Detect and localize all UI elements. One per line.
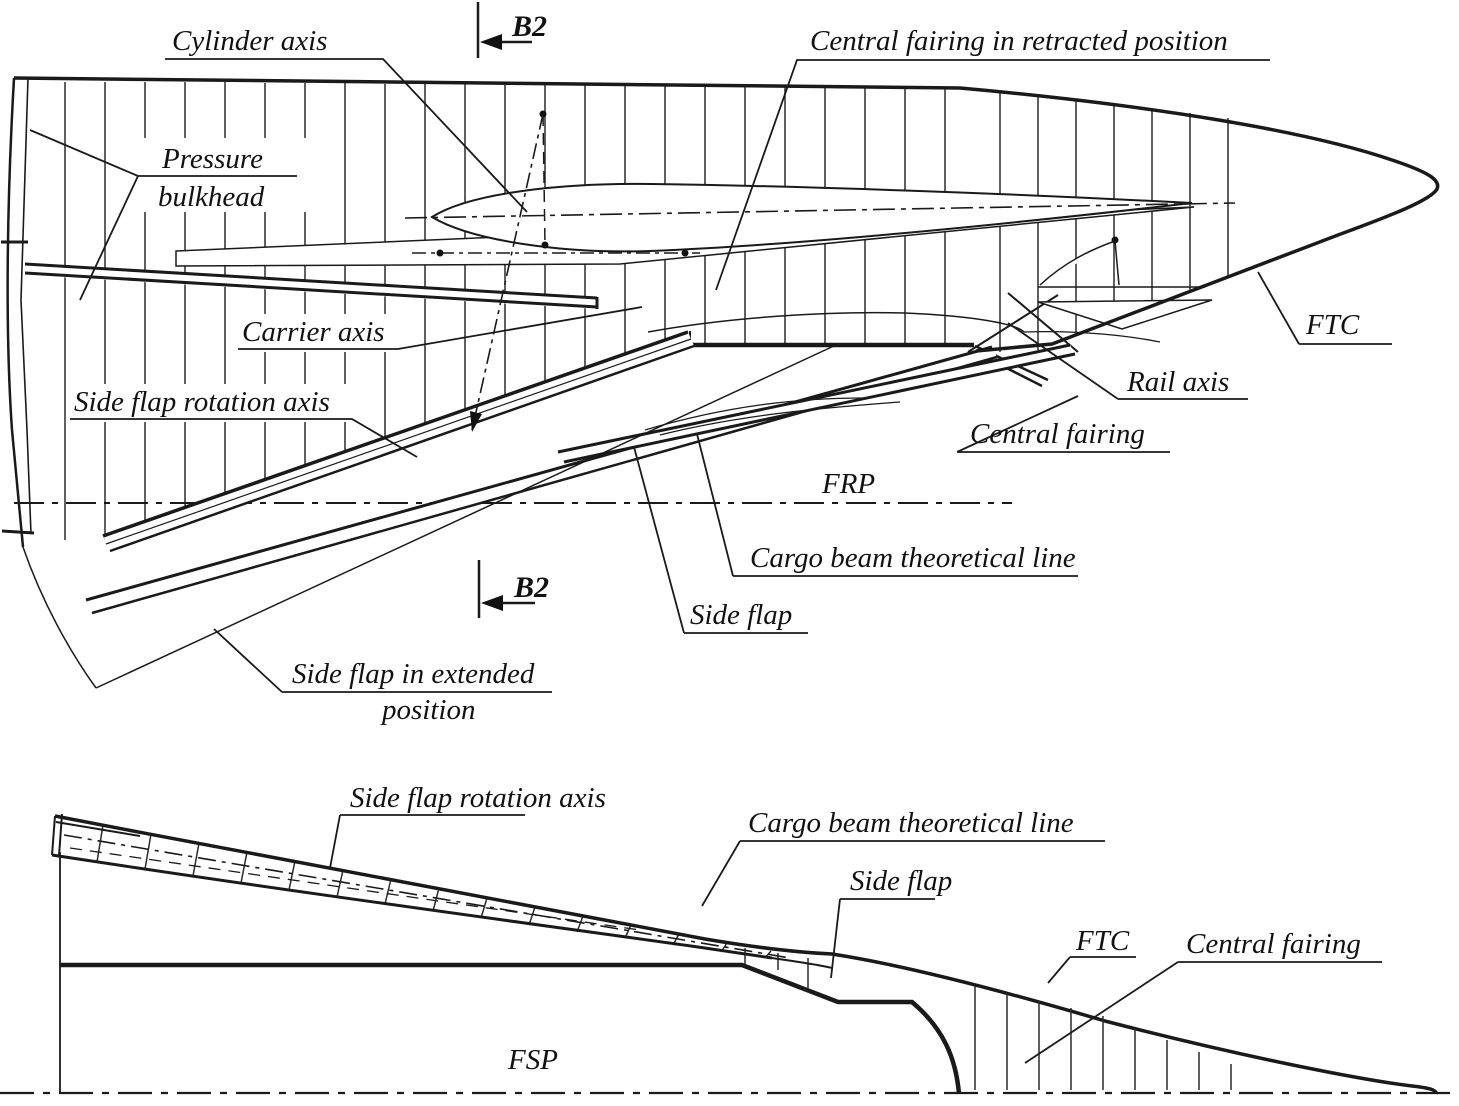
cargo-beam-line-bottom (60, 962, 962, 1095)
label-cargo-beam: Cargo beam theoretical line (750, 542, 1076, 574)
section-marker-b2-bottom: B2 (477, 560, 549, 618)
label-rail-axis: Rail axis (1126, 366, 1229, 398)
fuselage-outline (13, 76, 1440, 353)
bottom-view-leaders (329, 814, 1382, 1064)
cylinder-axis-dashline (471, 113, 544, 431)
aft-pressure-wall-inner (20, 77, 32, 535)
cargo-beam-leader-b (701, 840, 1105, 907)
fairing-aft-thin-line (1023, 330, 1161, 343)
aft-pressure-wall-outer (6, 77, 25, 548)
central-fairing-curves (644, 397, 901, 436)
rail-axis-leader (1007, 322, 1248, 400)
pressure-bulkhead-leader (29, 129, 297, 301)
label-central-fairing-retracted: Central fairing in retracted position (810, 25, 1228, 57)
cylinder-axis-leader (165, 58, 528, 213)
label-ftc: FTC (1305, 309, 1360, 341)
carrier-axis-leader (238, 306, 643, 350)
pressure-bulkhead-backplate (130, 138, 308, 212)
label-central-fairing-b: Central fairing (1186, 928, 1361, 960)
side-flap-leader (633, 446, 808, 634)
frp-backplate (812, 462, 896, 500)
extended-flap-lower-curve (22, 546, 97, 689)
flap-band-bottom-edge (51, 853, 773, 960)
side-flap-leader-b (830, 898, 935, 979)
central-fairing-band-fill (558, 345, 1075, 462)
cylinder-vertical-axis (542, 113, 546, 246)
side-flap-extended-line (95, 344, 837, 689)
top-view: B2 B2 Cylinder axis Central fairing in r… (1, 2, 1440, 726)
carrier-axis-backplate (232, 314, 408, 352)
side-flap-extended-leader (213, 628, 552, 693)
fairing-link-cross (967, 292, 1079, 353)
flap-secondary-dashline (69, 847, 641, 931)
label-side-flap-rotation-axis-b: Side flap rotation axis (350, 782, 606, 814)
label-side-flap-b: Side flap (850, 865, 952, 897)
section-marker-b2-top: B2 (476, 2, 547, 58)
label-carrier-axis: Carrier axis (242, 316, 385, 348)
bottom-view: Side flap rotation axis Cargo beam theor… (0, 782, 1459, 1095)
side-flap-rotation-axis-backplate (66, 384, 362, 422)
flap-rotation-axis-dashline (63, 834, 791, 959)
side-flap-rotation-axis-leader (70, 418, 418, 458)
central-fairing-retracted-outline (647, 311, 1025, 333)
label-side-flap: Side flap (690, 599, 792, 631)
label-bulkhead: bulkhead (158, 181, 265, 213)
ftc-leader (1257, 271, 1392, 345)
side-flap-upper-edge (102, 330, 689, 538)
label-cylinder-axis: Cylinder axis (172, 25, 327, 57)
section-label-b2-bottom: B2 (513, 571, 549, 604)
carrier-band-upper-edge (85, 345, 993, 602)
section-arrow-icon (481, 595, 503, 611)
label-side-flap-extended-2: position (380, 694, 475, 726)
label-side-flap-extended-1: Side flap in extended (292, 658, 535, 690)
top-view-leaders (29, 58, 1392, 693)
ftc-hatching (974, 986, 1232, 1090)
cargo-beam-leader (696, 433, 1078, 577)
label-side-flap-rotation-axis: Side flap rotation axis (74, 386, 330, 418)
label-pressure: Pressure (161, 143, 263, 175)
section-label-b2-top: B2 (511, 10, 547, 43)
label-central-fairing: Central fairing (970, 418, 1145, 450)
side-flap-rotation-axis-leader-b (329, 814, 525, 869)
ftc-leader-b (1047, 956, 1136, 984)
central-fairing-leader (956, 395, 1170, 453)
label-frp: FRP (821, 468, 875, 500)
label-ftc-b: FTC (1075, 925, 1130, 957)
flap-band-top-edge-and-ftc-contour (54, 814, 1438, 1095)
central-fairing-leader-b (1024, 961, 1382, 1064)
cylinder-horizontal-axis (404, 202, 1236, 219)
rail-mechanism-detail (1037, 240, 1213, 330)
cylinder-axis-arrowhead (470, 411, 482, 432)
label-fsp: FSP (507, 1044, 558, 1076)
flap-band-caps (51, 813, 833, 969)
bulkhead-ticks (1, 240, 35, 535)
label-cargo-beam-b: Cargo beam theoretical line (748, 807, 1074, 839)
section-arrow-icon (480, 34, 502, 50)
side-flap-inner-line (105, 338, 692, 545)
central-fairing-retracted-leader (715, 59, 1270, 291)
